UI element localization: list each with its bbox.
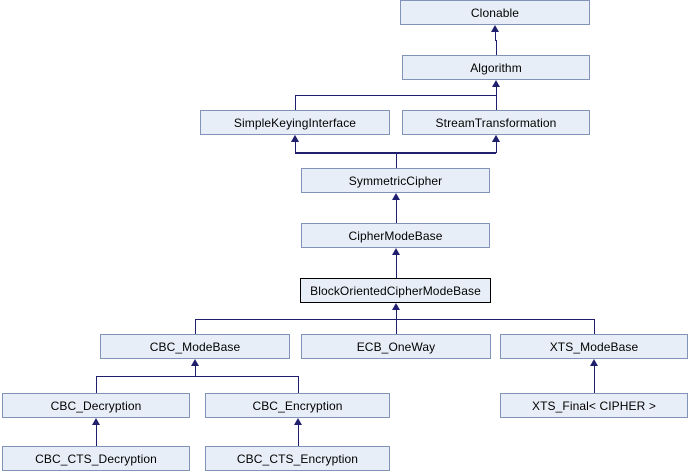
edge-xts-final-cipher-to-xts-mode-base <box>594 366 595 393</box>
arrowhead-cipher-mode-base-to-symmetric-cipher <box>392 193 400 200</box>
class-node-label: CBC_ModeBase <box>149 339 241 354</box>
edge-symmetric-cipher-to-stream-transformation <box>496 142 497 153</box>
class-node-stream-transformation[interactable]: StreamTransformation <box>402 110 590 135</box>
edge-algorithm-to-clonable <box>495 32 496 40</box>
class-node-algorithm[interactable]: Algorithm <box>402 55 590 80</box>
edge-xts-mode-base-drop <box>594 319 595 334</box>
edge-block-oriented-cipher-mode-base-to-cipher-mode-base <box>396 255 397 278</box>
edge-bus-block-oriented-cipher-mode-base <box>195 319 594 320</box>
class-node-label: SymmetricCipher <box>348 173 443 188</box>
edge-cbc-encryption-drop <box>298 376 299 393</box>
class-node-simple-keying-interface[interactable]: SimpleKeyingInterface <box>200 110 390 135</box>
edge-cipher-mode-base-to-symmetric-cipher <box>396 200 397 223</box>
class-node-label: CBC_Decryption <box>50 398 142 413</box>
class-node-label: Clonable <box>470 5 520 20</box>
edge-symmetric-cipher-to-simple-keying-interface <box>295 142 296 153</box>
class-node-xts-final-cipher[interactable]: XTS_Final< CIPHER > <box>500 393 688 418</box>
class-node-label: XTS_ModeBase <box>549 339 639 354</box>
arrowhead-block-oriented-cipher-mode-base-to-cipher-mode-base <box>392 248 400 255</box>
class-node-label: Algorithm <box>470 60 522 75</box>
class-node-cbc-decryption[interactable]: CBC_Decryption <box>2 393 190 418</box>
edge-stub-algorithm <box>496 87 497 95</box>
arrowhead-xts-final-cipher-to-xts-mode-base <box>590 359 598 366</box>
edge-bus-algorithm <box>295 95 496 96</box>
class-node-clonable[interactable]: Clonable <box>400 0 590 25</box>
class-node-block-oriented-cipher-mode-base[interactable]: BlockOrientedCipherModeBase <box>300 278 491 303</box>
class-node-label: CBC_CTS_Encryption <box>236 451 359 466</box>
class-node-label: SimpleKeyingInterface <box>233 115 357 130</box>
arrowhead-to-stream-transformation <box>492 135 500 142</box>
arrowhead-group-block-oriented-cipher-mode-base <box>392 303 400 310</box>
arrowhead-cbc-cts-decryption-to-cbc-decryption <box>92 418 100 425</box>
class-node-label: XTS_Final< CIPHER > <box>532 398 656 413</box>
edge-bus-cbc-mode-base <box>96 376 298 377</box>
class-node-symmetric-cipher[interactable]: SymmetricCipher <box>301 168 490 193</box>
class-node-cbc-cts-decryption[interactable]: CBC_CTS_Decryption <box>2 446 190 471</box>
arrowhead-group-algorithm <box>492 80 500 87</box>
edge-cbc-mode-base-drop <box>195 319 196 334</box>
edge-cbc-decryption-drop <box>96 376 97 393</box>
class-node-cipher-mode-base[interactable]: CipherModeBase <box>301 223 490 248</box>
edge-cbc-cts-encryption-to-cbc-encryption <box>298 425 299 446</box>
class-node-cbc-mode-base[interactable]: CBC_ModeBase <box>100 334 290 359</box>
edge-symmetric-cipher-riser <box>396 153 397 168</box>
edge-stub-block-oriented-cipher-mode-base <box>396 310 397 319</box>
class-node-label: BlockOrientedCipherModeBase <box>310 283 481 298</box>
arrowhead-algorithm-to-clonable <box>491 25 499 32</box>
class-node-label: CipherModeBase <box>348 228 443 243</box>
edge-bus-simple-keying-interface <box>295 152 396 153</box>
edge-bus-stream-transformation <box>396 152 496 153</box>
edge-stub-cbc-mode-base <box>195 366 196 376</box>
edge-simple-keying-interface-drop <box>295 95 296 110</box>
arrowhead-cbc-cts-encryption-to-cbc-encryption <box>294 418 302 425</box>
class-node-label: StreamTransformation <box>435 115 557 130</box>
class-node-label: CBC_Encryption <box>252 398 343 413</box>
edge-bus-clonable <box>495 40 496 41</box>
class-node-ecb-oneway[interactable]: ECB_OneWay <box>301 334 491 359</box>
class-node-cbc-cts-encryption[interactable]: CBC_CTS_Encryption <box>205 446 390 471</box>
edge-algorithm-drop <box>496 40 497 55</box>
arrowhead-to-simple-keying-interface <box>291 135 299 142</box>
arrowhead-group-cbc-mode-base <box>191 359 199 366</box>
edge-stream-transformation-drop <box>496 95 497 110</box>
edge-cbc-cts-decryption-to-cbc-decryption <box>96 425 97 446</box>
class-node-xts-mode-base[interactable]: XTS_ModeBase <box>500 334 688 359</box>
edge-bus-symmetric-cipher <box>295 153 496 154</box>
class-node-cbc-encryption[interactable]: CBC_Encryption <box>205 393 390 418</box>
class-node-label: CBC_CTS_Decryption <box>35 451 157 466</box>
edge-ecb-oneway-drop <box>396 319 397 334</box>
class-node-label: ECB_OneWay <box>356 339 436 354</box>
